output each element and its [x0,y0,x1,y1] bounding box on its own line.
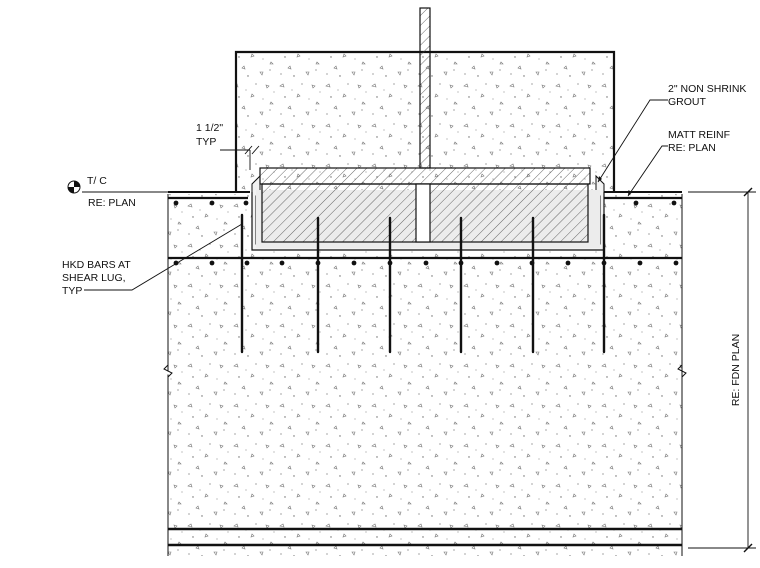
hkd-leader [84,223,243,291]
elevation-target-icon [67,180,168,194]
tc-label: T/ C [87,175,107,187]
hkd-label-line2: SHEAR LUG, [62,272,126,284]
base-plate-assembly [259,167,591,243]
typ-leader [220,145,260,170]
typ-dim-label: 1 1/2" [196,122,223,134]
foundation-mat [163,194,687,556]
typ-label: TYP [196,136,216,148]
matt-leader [627,145,668,197]
grout-label-line1: 2" NON SHRINK [668,83,746,95]
depth-dimension [688,187,756,553]
hkd-label-line3: TYP [62,285,82,297]
grout-label-line2: GROUT [668,96,707,108]
matt-reinforcement-bottom [168,527,682,547]
matt-label-line2: RE: PLAN [668,142,716,154]
grout-leader [597,99,668,183]
steel-column [419,7,431,169]
matt-label-line1: MATT REINF [668,129,730,141]
fdn-plan-label: RE: FDN PLAN [730,334,742,406]
hkd-label-line1: HKD BARS AT [62,259,131,271]
tc-plan-label: RE: PLAN [88,197,136,209]
hooked-bars [240,213,606,354]
